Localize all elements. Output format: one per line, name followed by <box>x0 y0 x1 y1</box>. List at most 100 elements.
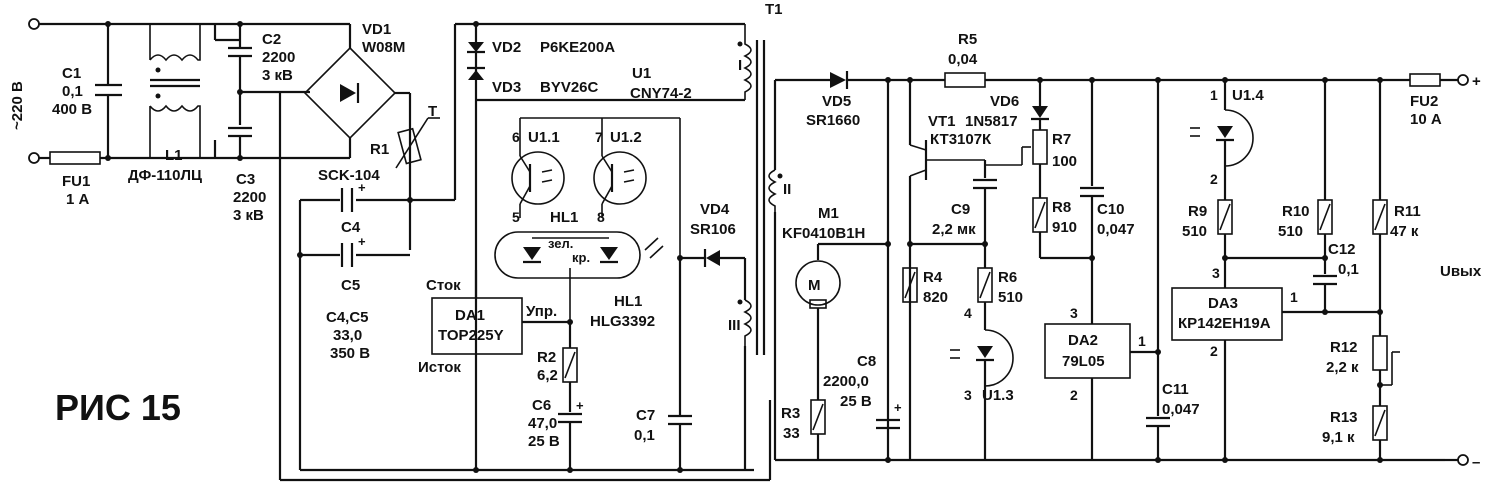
u1-2-ref: U1.2 <box>610 129 642 146</box>
c1-value: 0,1 <box>62 83 83 100</box>
u1-value: CNY74-2 <box>630 85 692 102</box>
pin-7-label: 7 <box>595 129 603 145</box>
da1-drain-label: Сток <box>426 277 461 294</box>
r3-value: 33 <box>783 425 800 442</box>
capacitor-c8: + <box>876 400 902 430</box>
mains-input: ~220 В <box>9 18 215 165</box>
r1-value: SCK-104 <box>318 167 380 184</box>
figure-title: РИС 15 <box>55 387 181 428</box>
hl1-red-label: кр. <box>572 250 590 265</box>
r8-value: 910 <box>1052 219 1077 236</box>
led-hl1 <box>494 231 664 322</box>
r13-value: 9,1 к <box>1322 429 1355 446</box>
hl1-green-label: зел. <box>548 236 573 251</box>
u1-4-ref: U1.4 <box>1232 87 1264 104</box>
u13-pin3: 3 <box>964 387 972 403</box>
svg-text:+: + <box>358 180 366 195</box>
c2-value: 2200 <box>262 49 295 66</box>
c11-value: 0,047 <box>1162 401 1200 418</box>
resistor-r4 <box>902 267 918 303</box>
pin-8-label: 8 <box>597 209 605 225</box>
r2-ref: R2 <box>537 349 556 366</box>
c4c5-ref: C4,C5 <box>326 309 369 326</box>
r1-ref: R1 <box>370 141 389 158</box>
r6-value: 510 <box>998 289 1023 306</box>
r3-ref: R3 <box>781 405 800 422</box>
r9-value: 510 <box>1182 223 1207 240</box>
thermistor-r1 <box>395 117 440 169</box>
diode-vd6 <box>1031 80 1049 130</box>
capacitor-c2 <box>228 21 252 125</box>
da2-pin2: 2 <box>1070 387 1078 403</box>
da2-ref: DA2 <box>1068 332 1098 349</box>
input-voltage-label: ~220 В <box>9 81 26 130</box>
c4-ref: C4 <box>341 219 361 236</box>
svg-text:+: + <box>894 400 902 415</box>
tvs-vd2 <box>467 42 485 54</box>
c8-ref: C8 <box>857 353 876 370</box>
r9-ref: R9 <box>1188 203 1207 220</box>
l1-ref: L1 <box>165 147 183 164</box>
opto-led-u1-3 <box>950 329 1014 460</box>
c12-ref: C12 <box>1328 241 1356 258</box>
choke-l1 <box>149 24 201 158</box>
u13-pin4: 4 <box>964 305 972 321</box>
resistor-r3 <box>810 399 826 460</box>
da3-pin2: 2 <box>1210 343 1218 359</box>
vt1-ref: VT1 <box>928 113 956 130</box>
r12-value: 2,2 к <box>1326 359 1359 376</box>
terminal-minus <box>1222 454 1469 466</box>
resistor-r11 <box>1372 80 1388 336</box>
r2-value: 6,2 <box>537 367 558 384</box>
bridge-vd1 <box>303 46 412 250</box>
opto-u1-1 <box>511 118 565 218</box>
c3-voltage: 3 кВ <box>233 207 264 224</box>
vd1-value: W08M <box>362 39 405 56</box>
vt1-value: КТ3107К <box>930 131 992 148</box>
vd5-ref: VD5 <box>822 93 851 110</box>
svg-text:+: + <box>576 398 584 413</box>
vd6-value: 1N5817 <box>965 113 1018 130</box>
r10-ref: R10 <box>1282 203 1310 220</box>
da1-ctrl-label: Упр. <box>526 303 557 320</box>
resistor-r10 <box>1225 80 1333 274</box>
vd4-ref: VD4 <box>700 201 730 218</box>
diode-vd3 <box>467 66 485 80</box>
t1-ref: T1 <box>765 1 783 18</box>
c2-ref: C2 <box>262 31 281 48</box>
capacitor-c10 <box>1080 80 1104 324</box>
vd2-ref: VD2 <box>492 39 521 56</box>
r11-ref: R11 <box>1394 203 1421 220</box>
capacitor-c1 <box>95 21 122 161</box>
motor-m1 <box>795 244 841 400</box>
diode-vd4 <box>677 249 747 300</box>
hl1-value: HLG3392 <box>590 313 655 330</box>
da3-pin3: 3 <box>1212 265 1220 281</box>
t1-winding-ii: II <box>783 181 791 198</box>
trimmer-r12 <box>1372 335 1400 406</box>
fu1-value: 1 А <box>66 191 90 208</box>
capacitor-c12 <box>1313 274 1337 315</box>
da1-ref: DA1 <box>455 307 485 324</box>
ic-da3 <box>1171 287 1380 460</box>
m1-ref: M1 <box>818 205 839 222</box>
vd3-ref: VD3 <box>492 79 521 96</box>
r1-t-label: T <box>428 103 437 120</box>
hl1-top-ref: HL1 <box>550 209 578 226</box>
ic-da1 <box>431 270 573 355</box>
fu2-value: 10 А <box>1410 111 1442 128</box>
da2-pin3: 3 <box>1070 305 1078 321</box>
capacitor-c11 <box>1146 80 1170 463</box>
da1-source-label: Исток <box>418 359 461 376</box>
terminal-minus-label: – <box>1472 454 1480 471</box>
l1-value: ДФ-110ЛЦ <box>128 167 202 184</box>
transistor-vt1 <box>908 80 985 460</box>
r7-value: 100 <box>1052 153 1077 170</box>
m1-symbol: M <box>808 277 821 294</box>
fuse-fu2 <box>1409 73 1469 87</box>
capacitor-c4: + <box>340 180 366 212</box>
c8-value: 2200,0 <box>823 373 869 390</box>
r13-ref: R13 <box>1330 409 1358 426</box>
